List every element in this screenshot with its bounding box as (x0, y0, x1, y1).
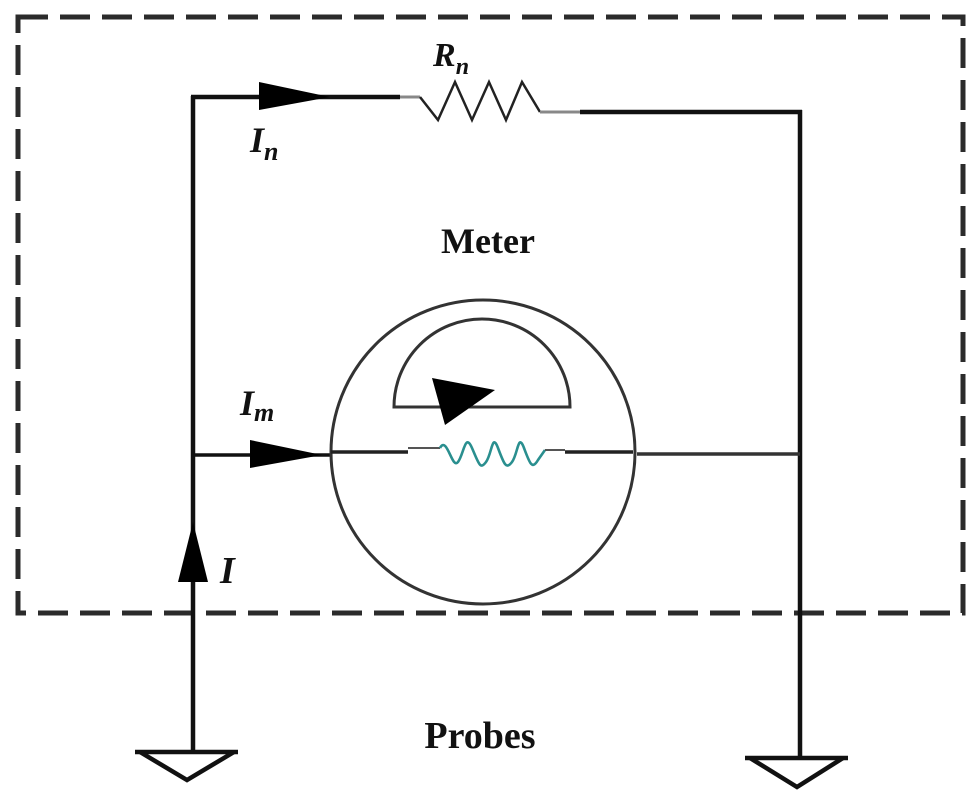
meter-pointer-icon (432, 378, 495, 425)
meter-coil-resistor-symbol (438, 441, 547, 467)
meter-current-label: Im (239, 383, 274, 427)
total-current-arrow-icon (178, 522, 208, 582)
shunt-resistor-symbol (419, 78, 542, 124)
probe-right-ground-icon (745, 755, 848, 790)
meter-current-arrow-icon (250, 440, 322, 468)
probe-left-ground-icon (135, 749, 238, 783)
meter-title: Meter (441, 221, 535, 261)
meter-scale-arc (392, 317, 572, 409)
shunt-current-arrow-icon (259, 82, 330, 110)
shunt-resistor-label: Rn (432, 37, 469, 80)
probes-title: Probes (424, 715, 535, 757)
meter-enclosure-box (15, 14, 966, 616)
total-current-label: I (219, 550, 236, 592)
shunt-current-label: In (249, 120, 278, 166)
